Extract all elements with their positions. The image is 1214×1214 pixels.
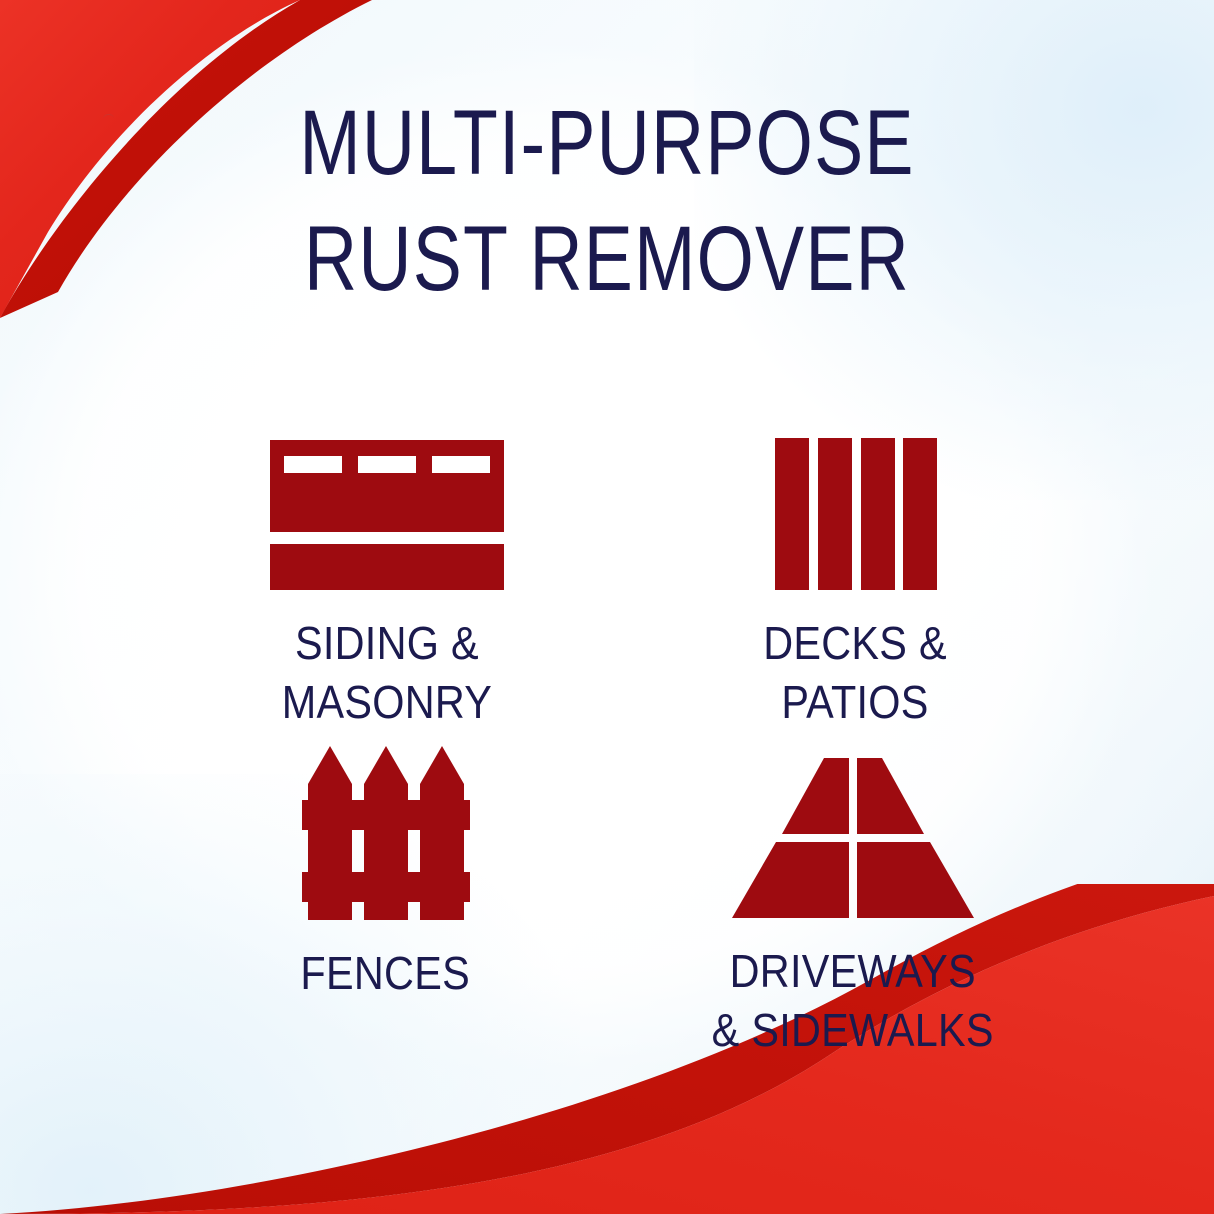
label-line-2: & SIDEWALKS [711, 1004, 994, 1057]
surface-item-siding-masonry: SIDING & MASONRY [150, 420, 607, 740]
deck-planks-icon [774, 420, 937, 590]
surface-item-fences: FENCES [150, 740, 607, 1060]
surface-icon-grid: SIDING & MASONRY DECKS & PATIOS [150, 420, 1064, 1060]
driveway-icon [724, 740, 982, 919]
picket-fence-icon [301, 740, 470, 920]
artifact-speck [102, 113, 115, 124]
label-line-2: MASONRY [281, 675, 492, 728]
label-line-1: SIDING & [294, 617, 479, 669]
surface-item-driveways-sidewalks: DRIVEWAYS & SIDEWALKS [607, 740, 1064, 1060]
siding-icon [269, 420, 504, 590]
surface-label-decks-patios: DECKS & PATIOS [764, 614, 948, 732]
title-line-2: RUST REMOVER [303, 207, 910, 310]
surface-label-siding-masonry: SIDING & MASONRY [281, 614, 491, 732]
surface-label-fences: FENCES [301, 944, 471, 1003]
title-line-1: MULTI-PURPOSE [299, 92, 915, 194]
label-line-1: FENCES [300, 947, 471, 999]
page-title: MULTI-PURPOSE RUST REMOVER [121, 86, 1092, 318]
surface-item-decks-patios: DECKS & PATIOS [607, 420, 1064, 740]
background-tint-top-right [694, 0, 1214, 500]
label-line-1: DRIVEWAYS [729, 945, 976, 998]
surface-label-driveways-sidewalks: DRIVEWAYS & SIDEWALKS [711, 942, 993, 1060]
label-line-1: DECKS & [763, 617, 948, 669]
label-line-2: PATIOS [781, 675, 930, 728]
